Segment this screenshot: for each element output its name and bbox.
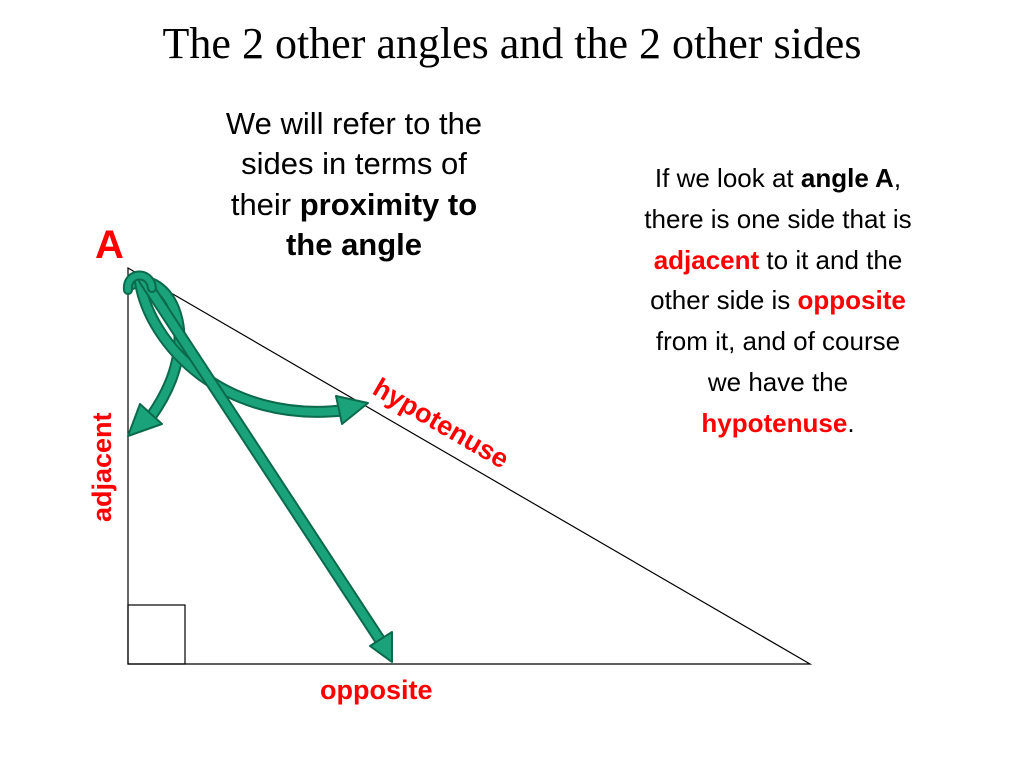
explain-hypotenuse: hypotenuse <box>701 407 848 438</box>
explain-adjacent: adjacent <box>653 244 760 275</box>
explain-l5: from it, and of course <box>655 326 901 357</box>
explain-l1-end: , <box>893 163 902 193</box>
intro-line-1: We will refer to the <box>225 106 483 141</box>
intro-line-2: sides in terms of <box>241 146 467 182</box>
explain-angle-a: angle A <box>800 163 894 193</box>
intro-text: We will refer to the sides in terms of t… <box>168 104 540 265</box>
explain-opposite: opposite <box>797 285 906 316</box>
explain-l3-plain: to it and the <box>759 244 903 275</box>
vertex-loop-arrow-fill <box>125 272 155 293</box>
adjacent-label: adjacent <box>87 412 117 522</box>
right-triangle <box>127 266 813 665</box>
hypotenuse-label: hypotenuse <box>368 372 514 474</box>
opposite-arrow <box>138 274 393 663</box>
explain-l2: there is one side that is <box>644 203 912 234</box>
intro-line-3: their <box>230 186 300 222</box>
explain-l4-plain: other side is <box>650 285 798 316</box>
intro-line-3-bold: proximity to <box>299 186 478 222</box>
explain-l6: we have the <box>707 367 849 398</box>
vertex-a-label: A <box>95 223 124 267</box>
explain-l1-plain: If we look at <box>654 163 801 193</box>
opposite-label: opposite <box>320 675 433 705</box>
slide-title: The 2 other angles and the 2 other sides <box>162 19 862 68</box>
intro-line-4-bold: the angle <box>285 226 423 262</box>
right-angle-marker <box>127 604 186 665</box>
explain-l7-end: . <box>847 407 855 438</box>
explanation-text: If we look at angle A, there is one side… <box>586 158 970 444</box>
